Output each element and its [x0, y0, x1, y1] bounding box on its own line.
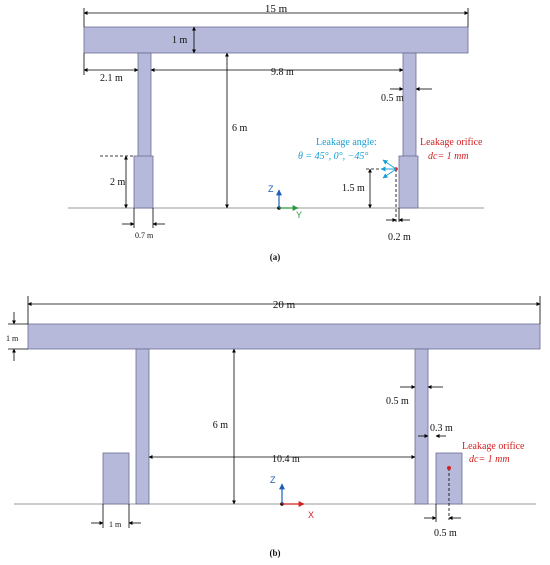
- label-pump-width-a: 0.7 m: [135, 231, 154, 240]
- left-dispenser-b: [102, 452, 130, 505]
- label-total-width-a: 15 m: [265, 3, 288, 15]
- orifice-title-a: Leakage orifice: [420, 137, 483, 148]
- left-column-b: [135, 348, 150, 505]
- label-roof-thickness-a: 1 m: [172, 35, 188, 46]
- leakage-angle-values: θ = 45°, 0°, −45°: [298, 151, 368, 162]
- label-column-spacing-a: 9.8 m: [271, 67, 294, 78]
- label-total-width-b: 20 m: [273, 299, 296, 311]
- caption-a: (a): [270, 252, 281, 262]
- axis-z-label-a: Z: [268, 184, 274, 194]
- left-dispenser-a: [133, 155, 154, 209]
- label-roof-thickness-b: 1 m: [6, 334, 19, 343]
- label-column-width-a: 0.5 m: [381, 93, 404, 104]
- panel-a: 15 m 1 m 2.1 m 9.8 m 0.5 m 6 m 2 m 0.7 m…: [68, 3, 484, 262]
- orifice-value-b: dc= 1 mm: [469, 454, 510, 465]
- caption-b: (b): [270, 548, 281, 558]
- label-leak-offset-a: 0.2 m: [388, 232, 411, 243]
- right-column-b: [414, 348, 429, 505]
- label-overhang-a: 2.1 m: [100, 73, 123, 84]
- label-column-spacing-b: 10.4 m: [272, 454, 300, 465]
- panel-b: 20 m 1 m 6 m 10.4 m 0.5 m 0.3 m Leakage …: [6, 296, 541, 558]
- canopy-roof-b: [27, 323, 541, 350]
- label-column-height-a: 6 m: [232, 123, 248, 134]
- leak-arrow-up: [382, 159, 397, 170]
- axis-z-label-b: Z: [270, 475, 276, 485]
- label-pump-height-a: 2 m: [110, 177, 126, 188]
- leak-point-b: [447, 466, 451, 470]
- leakage-angle-title: Leakage angle:: [316, 137, 377, 148]
- leak-arrow-down: [382, 168, 397, 179]
- label-leak-offset-b: 0.5 m: [434, 528, 457, 539]
- canopy-roof-a: [83, 26, 469, 54]
- orifice-value-a: dc= 1 mm: [428, 151, 469, 162]
- axis-y-label-a: Y: [296, 210, 302, 220]
- orifice-title-b: Leakage orifice: [462, 441, 525, 452]
- label-column-height-b: 6 m: [213, 420, 229, 431]
- label-pump-gap-b: 0.3 m: [430, 423, 453, 434]
- label-column-width-b: 0.5 m: [386, 396, 409, 407]
- label-pump-width-b: 1 m: [109, 520, 122, 529]
- right-dispenser-a: [398, 155, 419, 209]
- label-leak-height-a: 1.5 m: [342, 183, 365, 194]
- axis-x-label-b: X: [308, 510, 314, 520]
